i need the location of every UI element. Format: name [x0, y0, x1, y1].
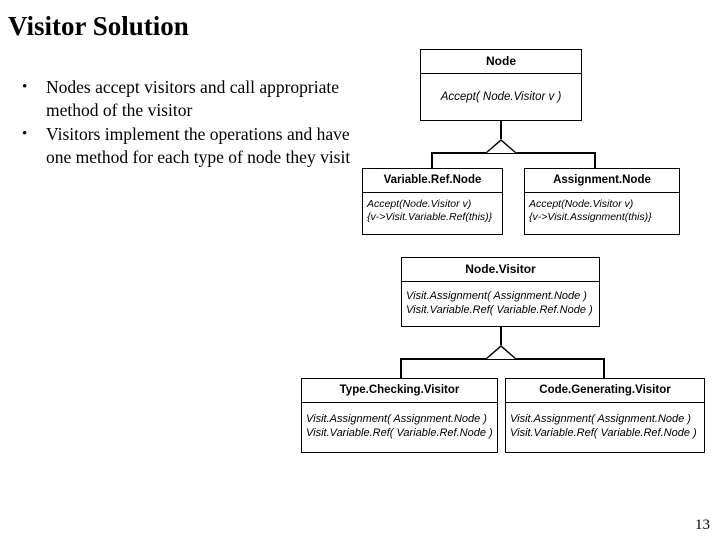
uml-method-compartment: Accept(Node.Visitor v) {v->Visit.Assignm… — [525, 193, 679, 233]
uml-method-constraint: {v->Visit.Assignment(this)} — [529, 211, 652, 223]
bullet-marker: • — [22, 79, 28, 95]
uml-method-constraint: {v->Visit.Variable.Ref(this)} — [367, 211, 493, 223]
uml-class-name: Type.Checking.Visitor — [302, 379, 497, 403]
page-number: 13 — [695, 517, 710, 533]
uml-method: Visit.Variable.Ref( Variable.Ref.Node ) — [406, 304, 593, 316]
bullet-text: Nodes accept visitors and call appropria… — [46, 77, 340, 120]
uml-method: Visit.Assignment( Assignment.Node ) — [306, 413, 487, 425]
bullet-marker: • — [22, 126, 28, 142]
generalization-drop-assignmentnode — [594, 152, 596, 168]
uml-method-compartment: Accept( Node.Visitor v ) — [421, 74, 581, 119]
generalization-triangle-nodevisitor — [485, 345, 517, 359]
uml-class-name: Node — [421, 50, 581, 74]
list-item: • Nodes accept visitors and call appropr… — [18, 76, 358, 122]
uml-method: Visit.Variable.Ref( Variable.Ref.Node ) — [306, 427, 493, 439]
generalization-stem-nodevisitor — [500, 327, 502, 345]
uml-method: Accept( Node.Visitor v ) — [440, 91, 562, 103]
bullet-text: Visitors implement the operations and ha… — [46, 124, 351, 167]
uml-class-node[interactable]: Node Accept( Node.Visitor v ) — [420, 49, 582, 121]
uml-class-name: Assignment.Node — [525, 169, 679, 193]
uml-class-variablerefnode[interactable]: Variable.Ref.Node Accept(Node.Visitor v)… — [362, 168, 503, 235]
uml-method: Accept(Node.Visitor v) — [529, 198, 634, 210]
uml-method: Visit.Assignment( Assignment.Node ) — [406, 290, 587, 302]
generalization-drop-codegeneratingvisitor — [603, 358, 605, 378]
uml-method: Visit.Variable.Ref( Variable.Ref.Node ) — [510, 427, 697, 439]
uml-class-codegeneratingvisitor[interactable]: Code.Generating.Visitor Visit.Assignment… — [505, 378, 705, 453]
uml-method: Accept(Node.Visitor v) — [367, 198, 472, 210]
generalization-triangle-node — [485, 139, 517, 153]
uml-class-assignmentnode[interactable]: Assignment.Node Accept(Node.Visitor v) {… — [524, 168, 680, 235]
uml-method-compartment: Visit.Assignment( Assignment.Node ) Visi… — [302, 403, 497, 451]
triangle-fill — [487, 141, 515, 153]
uml-class-name: Node.Visitor — [402, 258, 599, 282]
uml-method-compartment: Visit.Assignment( Assignment.Node ) Visi… — [506, 403, 704, 451]
uml-class-nodevisitor[interactable]: Node.Visitor Visit.Assignment( Assignmen… — [401, 257, 600, 327]
page-title: Visitor Solution — [8, 11, 189, 41]
list-item: • Visitors implement the operations and … — [18, 123, 358, 169]
uml-method: Visit.Assignment( Assignment.Node ) — [510, 413, 691, 425]
uml-class-typecheckingvisitor[interactable]: Type.Checking.Visitor Visit.Assignment( … — [301, 378, 498, 453]
uml-class-name: Variable.Ref.Node — [363, 169, 502, 193]
uml-method-compartment: Visit.Assignment( Assignment.Node ) Visi… — [402, 282, 599, 325]
generalization-drop-typecheckingvisitor — [400, 358, 402, 378]
generalization-stem-node — [500, 121, 502, 139]
bullet-list: • Nodes accept visitors and call appropr… — [18, 76, 358, 170]
generalization-drop-variablerefnode — [431, 152, 433, 168]
triangle-fill — [487, 347, 515, 359]
uml-method-compartment: Accept(Node.Visitor v) {v->Visit.Variabl… — [363, 193, 502, 233]
uml-class-name: Code.Generating.Visitor — [506, 379, 704, 403]
